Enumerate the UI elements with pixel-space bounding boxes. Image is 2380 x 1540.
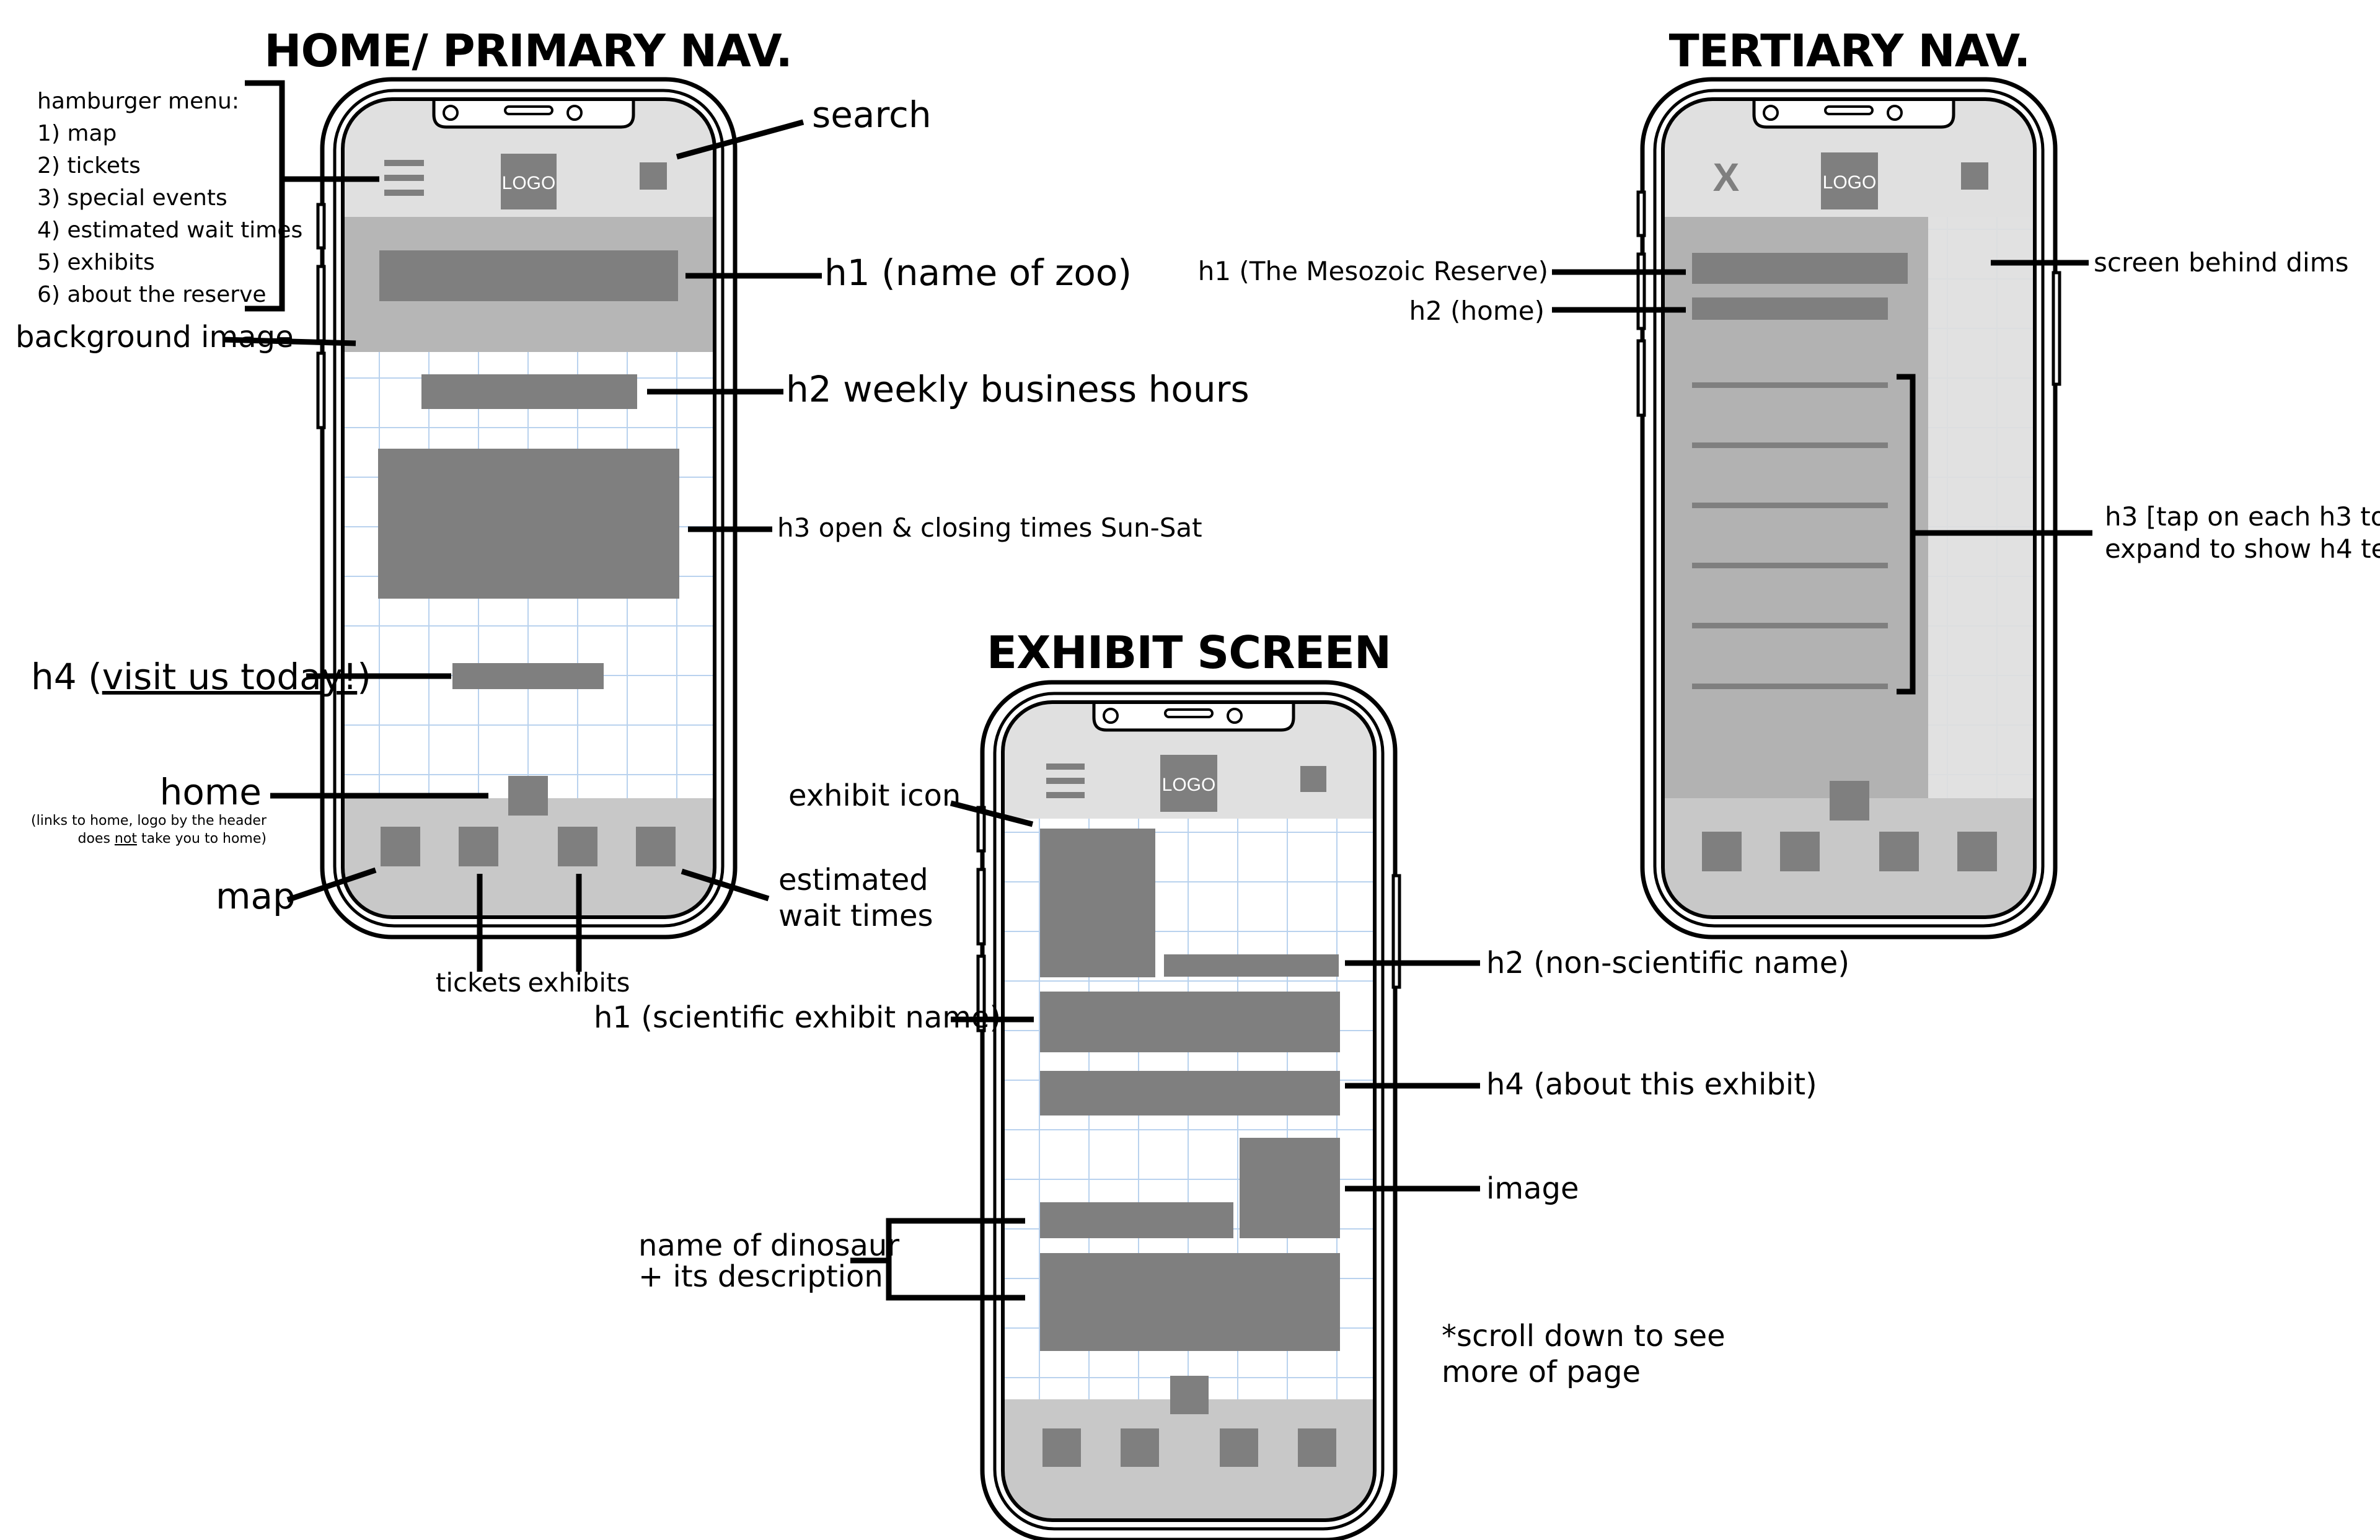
tertiary-h3-label-line-2: expand to show h4 text] — [2105, 534, 2380, 564]
tertiary-h2-block — [1692, 297, 1888, 320]
hamburger-item: 6) about the reserve — [37, 282, 267, 307]
hamburger-item: 5) exhibits — [37, 250, 155, 275]
tickets-label: tickets — [436, 967, 521, 998]
home-logo-text: LOGO — [502, 173, 556, 193]
home-logo — [501, 154, 557, 209]
hamburger-item: 1) map — [37, 121, 117, 146]
exhibits-nav-button[interactable] — [558, 827, 597, 866]
exhibit-h2-label: h2 (non-scientific name) — [1486, 946, 1849, 980]
home-title: HOME/ PRIMARY NAV. — [264, 25, 792, 77]
h3-menu-item[interactable] — [1692, 382, 1888, 388]
background-image-label: background image — [15, 320, 294, 354]
hamburger-item: 4) estimated wait times — [37, 218, 302, 243]
exhibit-h4-label: h4 (about this exhibit) — [1486, 1067, 1817, 1102]
h3-menu-item[interactable] — [1692, 563, 1888, 568]
home-phone: LOGO — [316, 77, 738, 939]
tertiary-map-button[interactable] — [1702, 832, 1742, 871]
h3-menu-item[interactable] — [1692, 684, 1888, 689]
dinosaur-label-line-2: + its description — [638, 1259, 883, 1294]
home-note-line-1: (links to home, logo by the header — [31, 813, 267, 829]
tertiary-phone: X LOGO — [1636, 77, 2061, 939]
h3-menu-item[interactable] — [1692, 442, 1888, 448]
home-h4-block[interactable] — [452, 663, 604, 689]
home-nav-button[interactable] — [508, 776, 548, 816]
tertiary-wait-times-button[interactable] — [1957, 832, 1997, 871]
exhibits-label: exhibits — [528, 967, 630, 998]
exhibit-map-button[interactable] — [1042, 1428, 1081, 1467]
exhibit-icon-block — [1040, 829, 1155, 977]
hamburger-menu-callout: hamburger menu: 1) map 2) tickets 3) spe… — [37, 80, 379, 312]
exhibit-hamburger-icon[interactable] — [1046, 763, 1085, 798]
home-note-line-2: does not take you to home) — [78, 831, 267, 847]
exhibit-h4-block — [1040, 1071, 1340, 1115]
exhibit-logo-text: LOGO — [1162, 775, 1216, 795]
home-h3-label: h3 open & closing times Sun-Sat — [777, 513, 1202, 543]
search-label: search — [812, 94, 932, 136]
map-nav-button[interactable] — [381, 827, 420, 866]
dims-label: screen behind dims — [2094, 247, 2349, 278]
wait-times-nav-button[interactable] — [636, 827, 676, 866]
exhibit-phone: LOGO — [976, 680, 1401, 1540]
dinosaur-label-line-1: name of dinosaur — [638, 1228, 899, 1263]
search-icon[interactable] — [640, 162, 667, 190]
exhibit-exhibits-button[interactable] — [1220, 1428, 1258, 1467]
dinosaur-name-block — [1040, 1202, 1233, 1238]
h3-menu-item[interactable] — [1692, 503, 1888, 508]
tertiary-h1-label: h1 (The Mesozoic Reserve) — [1198, 256, 1548, 286]
exhibit-h1-block — [1040, 992, 1340, 1052]
estimated-label-line-1: estimated — [778, 863, 928, 897]
tertiary-logo — [1821, 152, 1878, 209]
home-h2-block — [421, 374, 637, 409]
exhibit-title: EXHIBIT SCREEN — [987, 627, 1391, 679]
home-h1-label: h1 (name of zoo) — [824, 252, 1132, 294]
hamburger-icon[interactable] — [384, 160, 424, 196]
tertiary-home-button[interactable] — [1830, 781, 1869, 821]
exhibit-wait-times-button[interactable] — [1298, 1428, 1336, 1467]
close-icon[interactable]: X — [1713, 155, 1740, 200]
tertiary-logo-text: LOGO — [1823, 172, 1877, 193]
home-nav-label: home — [160, 771, 262, 813]
hamburger-menu-heading: hamburger menu: — [37, 89, 239, 114]
exhibit-image-label: image — [1486, 1171, 1579, 1206]
tertiary-h1-block — [1692, 253, 1908, 284]
exhibit-h1-label: h1 (scientific exhibit name) — [594, 1000, 1001, 1035]
home-h2-label: h2 weekly business hours — [786, 368, 1250, 410]
hamburger-item: 3) special events — [37, 185, 227, 211]
tertiary-h2-label: h2 (home) — [1409, 296, 1545, 326]
scroll-note-line-1: *scroll down to see — [1442, 1319, 1726, 1353]
tertiary-exhibits-button[interactable] — [1879, 832, 1919, 871]
home-h1-block — [379, 250, 678, 301]
scroll-note-line-2: more of page — [1442, 1355, 1641, 1389]
h3-menu-item[interactable] — [1692, 623, 1888, 628]
exhibit-search-icon[interactable] — [1300, 766, 1326, 792]
tertiary-title: TERTIARY NAV. — [1669, 25, 2030, 77]
exhibit-tickets-button[interactable] — [1121, 1428, 1159, 1467]
estimated-label-line-2: wait times — [778, 899, 933, 933]
map-label: map — [216, 875, 296, 917]
dinosaur-description-block — [1040, 1253, 1340, 1351]
exhibit-image-block — [1240, 1138, 1340, 1238]
tertiary-search-icon[interactable] — [1961, 162, 1988, 190]
exhibit-logo — [1160, 755, 1217, 812]
home-h3-block — [378, 449, 679, 599]
tertiary-tickets-button[interactable] — [1780, 832, 1820, 871]
tertiary-h3-label-line-1: h3 [tap on each h3 to — [2105, 501, 2380, 532]
exhibit-icon-label: exhibit icon — [788, 778, 961, 813]
hamburger-item: 2) tickets — [37, 153, 141, 178]
exhibit-h2-block — [1164, 954, 1339, 977]
exhibit-home-button[interactable] — [1170, 1376, 1209, 1414]
tickets-nav-button[interactable] — [459, 827, 498, 866]
